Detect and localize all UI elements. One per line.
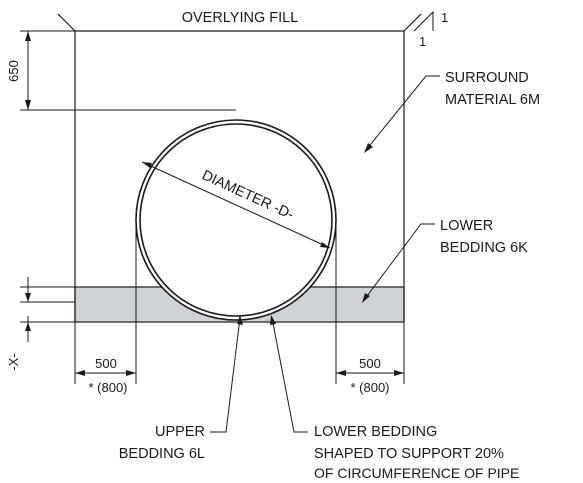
dim-right-arrow-b	[394, 370, 404, 376]
trench-corner-right	[403, 13, 422, 32]
dim-left-label: 500	[95, 356, 117, 371]
lower-bedding-leader-arrow	[362, 293, 370, 303]
lower-bedding-label-line2: BEDDING 6K	[440, 240, 528, 256]
lower-bedding-label-line1: LOWER	[440, 218, 493, 234]
shaped-bedding-leader	[271, 317, 308, 433]
diameter-arrow-end	[320, 242, 330, 248]
dim-650-arrow-bottom	[25, 100, 31, 110]
diameter-arrow-start	[142, 162, 152, 168]
dim-right-arrow-a	[336, 370, 346, 376]
surround-leader-arrow	[364, 143, 373, 153]
lower-bedding-leader	[363, 223, 435, 301]
upper-bedding-label-line1: UPPER	[155, 424, 205, 440]
dim-650-label: 650	[6, 60, 21, 82]
upper-bedding-label-line2: BEDDING 6L	[119, 446, 205, 462]
dim-left-label-alt: * (800)	[88, 380, 127, 395]
slope-rise-label: 1	[441, 10, 448, 25]
dim-right-label: 500	[359, 356, 381, 371]
trench-corner-left	[57, 13, 76, 32]
surround-leader	[365, 75, 440, 151]
slope-triangle	[413, 10, 434, 32]
shaped-bedding-label-line2: SHAPED TO SUPPORT 20%	[314, 446, 504, 462]
dim-left-arrow-b	[126, 370, 136, 376]
dim-x-label: -X-	[6, 353, 21, 370]
pipe-inner-wall	[139, 123, 333, 317]
slope-run-label: 1	[419, 34, 426, 49]
overlying-fill-label: OVERLYING FILL	[182, 10, 299, 26]
pipe-outer-wall	[135, 119, 337, 321]
dim-x-arrow-bottom	[25, 322, 31, 331]
dim-left-arrow-a	[75, 370, 85, 376]
upper-bedding-leader-arrow	[237, 315, 243, 325]
shaped-bedding-leader-arrow	[270, 315, 276, 325]
upper-bedding-leader	[210, 317, 241, 433]
surround-label-line1: SURROUND	[445, 70, 529, 86]
dim-right-label-alt: * (800)	[350, 380, 389, 395]
dim-650-arrow-top	[25, 31, 31, 41]
shaped-bedding-label-line1: LOWER BEDDING	[314, 424, 437, 440]
surround-label-line2: MATERIAL 6M	[445, 92, 540, 108]
diameter-line	[141, 161, 331, 249]
dim-x-arrow-top	[25, 293, 31, 302]
shaped-bedding-label-line3: OF CIRCUMFERENCE OF PIPE	[314, 465, 519, 481]
